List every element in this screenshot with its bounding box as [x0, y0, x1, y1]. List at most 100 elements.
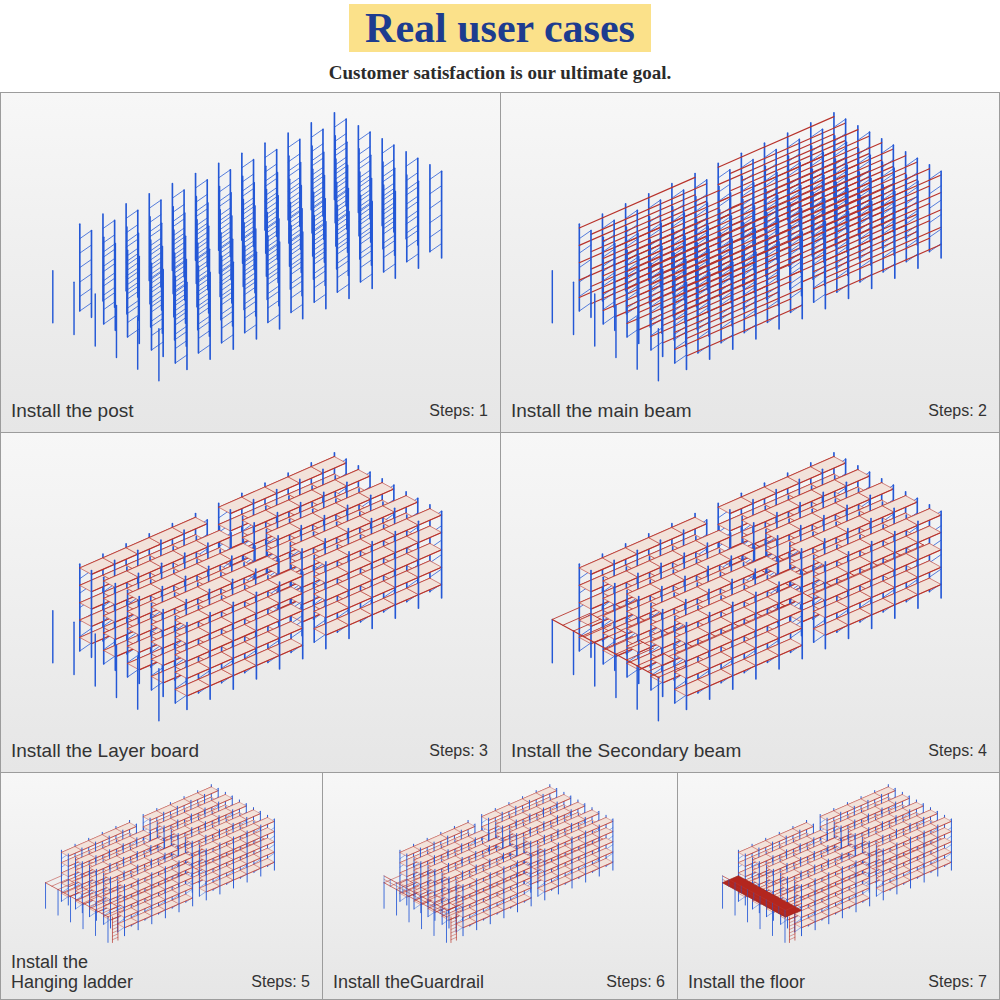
rack-line [137, 657, 138, 709]
rack-line [337, 255, 349, 263]
rack-line [675, 297, 687, 305]
rack-line [894, 191, 896, 278]
rack-line [116, 305, 117, 357]
rack-line [151, 246, 163, 254]
rack-line [430, 229, 442, 237]
rack-line [104, 316, 116, 324]
rack-line [127, 248, 139, 256]
rack-line [790, 223, 802, 231]
rack-line [441, 511, 443, 598]
rack-line [358, 132, 370, 140]
rack-line [197, 226, 209, 234]
rack-line [222, 335, 234, 343]
rack-line [268, 300, 280, 308]
rack-line [220, 231, 232, 239]
rack-line [336, 180, 348, 188]
rack-line [266, 187, 278, 195]
rack-line [314, 280, 326, 288]
rack-line [383, 168, 395, 176]
rack-line [221, 239, 233, 247]
rack-line [801, 232, 803, 319]
rack-line [407, 239, 419, 247]
rack-line [243, 183, 255, 191]
rack-line [658, 329, 659, 381]
rack-line [360, 216, 372, 224]
rack-line [175, 297, 187, 305]
rack-line [137, 317, 138, 369]
rack-line [778, 242, 780, 329]
rack-line [579, 231, 591, 239]
rack-line [314, 634, 326, 642]
rack-line [314, 251, 326, 259]
rack-line [151, 284, 163, 292]
rack-line [791, 261, 803, 269]
rack-line [732, 262, 734, 349]
rack-line [196, 194, 208, 202]
rack-line [603, 244, 615, 252]
rack-line [371, 542, 373, 629]
rack-line [291, 304, 303, 312]
step-panel: Install the main beamSteps: 2 [500, 92, 1000, 433]
rack-line [627, 257, 639, 265]
rack-line [291, 232, 303, 240]
rack-line [406, 173, 418, 181]
rack-line [219, 170, 231, 178]
rack-line [209, 612, 211, 699]
rack-drawing [1, 433, 501, 732]
step-number: Steps: 1 [429, 402, 488, 420]
rack-line [917, 181, 919, 268]
rack-line [172, 190, 184, 198]
rack-line [198, 301, 210, 309]
rack-line [790, 209, 802, 217]
rack-line [394, 531, 396, 618]
rack-line [718, 170, 730, 178]
rack-line [268, 286, 280, 294]
rack-line [103, 220, 115, 228]
rack-line [337, 226, 349, 234]
rack-line [407, 225, 419, 233]
rack-line [430, 200, 442, 208]
rack-line [384, 235, 396, 243]
rack-line [222, 291, 234, 299]
rack-line [151, 682, 163, 690]
rack-line [128, 300, 140, 308]
rack-line [104, 244, 116, 252]
rack-line [242, 174, 254, 182]
rack-line [151, 270, 163, 278]
rack-line [222, 320, 234, 328]
rack-line [245, 281, 257, 289]
rack-line [311, 129, 323, 137]
rack-line [407, 196, 419, 204]
step-panel: Install the postSteps: 1 [0, 92, 501, 433]
rack-line [196, 203, 208, 211]
rack-line [929, 215, 941, 223]
rack-line [158, 329, 159, 381]
rack-illustration [53, 453, 442, 721]
rack-line [80, 288, 92, 296]
rack-line [291, 275, 303, 283]
rack-line [256, 592, 258, 679]
rack-line [73, 622, 74, 674]
rack-line [52, 611, 53, 663]
rack-line [279, 582, 281, 669]
step-panel: Install the Layer boardSteps: 3 [0, 432, 501, 773]
rack-illustration [552, 453, 941, 721]
rack-line [360, 202, 372, 210]
rack-line [173, 213, 185, 221]
rack-line [245, 296, 257, 304]
rack-line [312, 152, 324, 160]
rack-line [358, 147, 370, 155]
rack-line [825, 222, 827, 309]
rack-line [116, 645, 117, 697]
rack-line [742, 183, 754, 191]
rack-line [245, 252, 257, 260]
rack-line [651, 342, 663, 350]
step-caption: Install the main beam [511, 400, 692, 422]
rack-line [232, 262, 234, 349]
rack-line [219, 207, 231, 215]
rack-line [335, 142, 347, 150]
rack-line [766, 210, 778, 218]
rack-line [268, 257, 280, 265]
rack-line [755, 252, 757, 339]
rack-line [150, 223, 162, 231]
